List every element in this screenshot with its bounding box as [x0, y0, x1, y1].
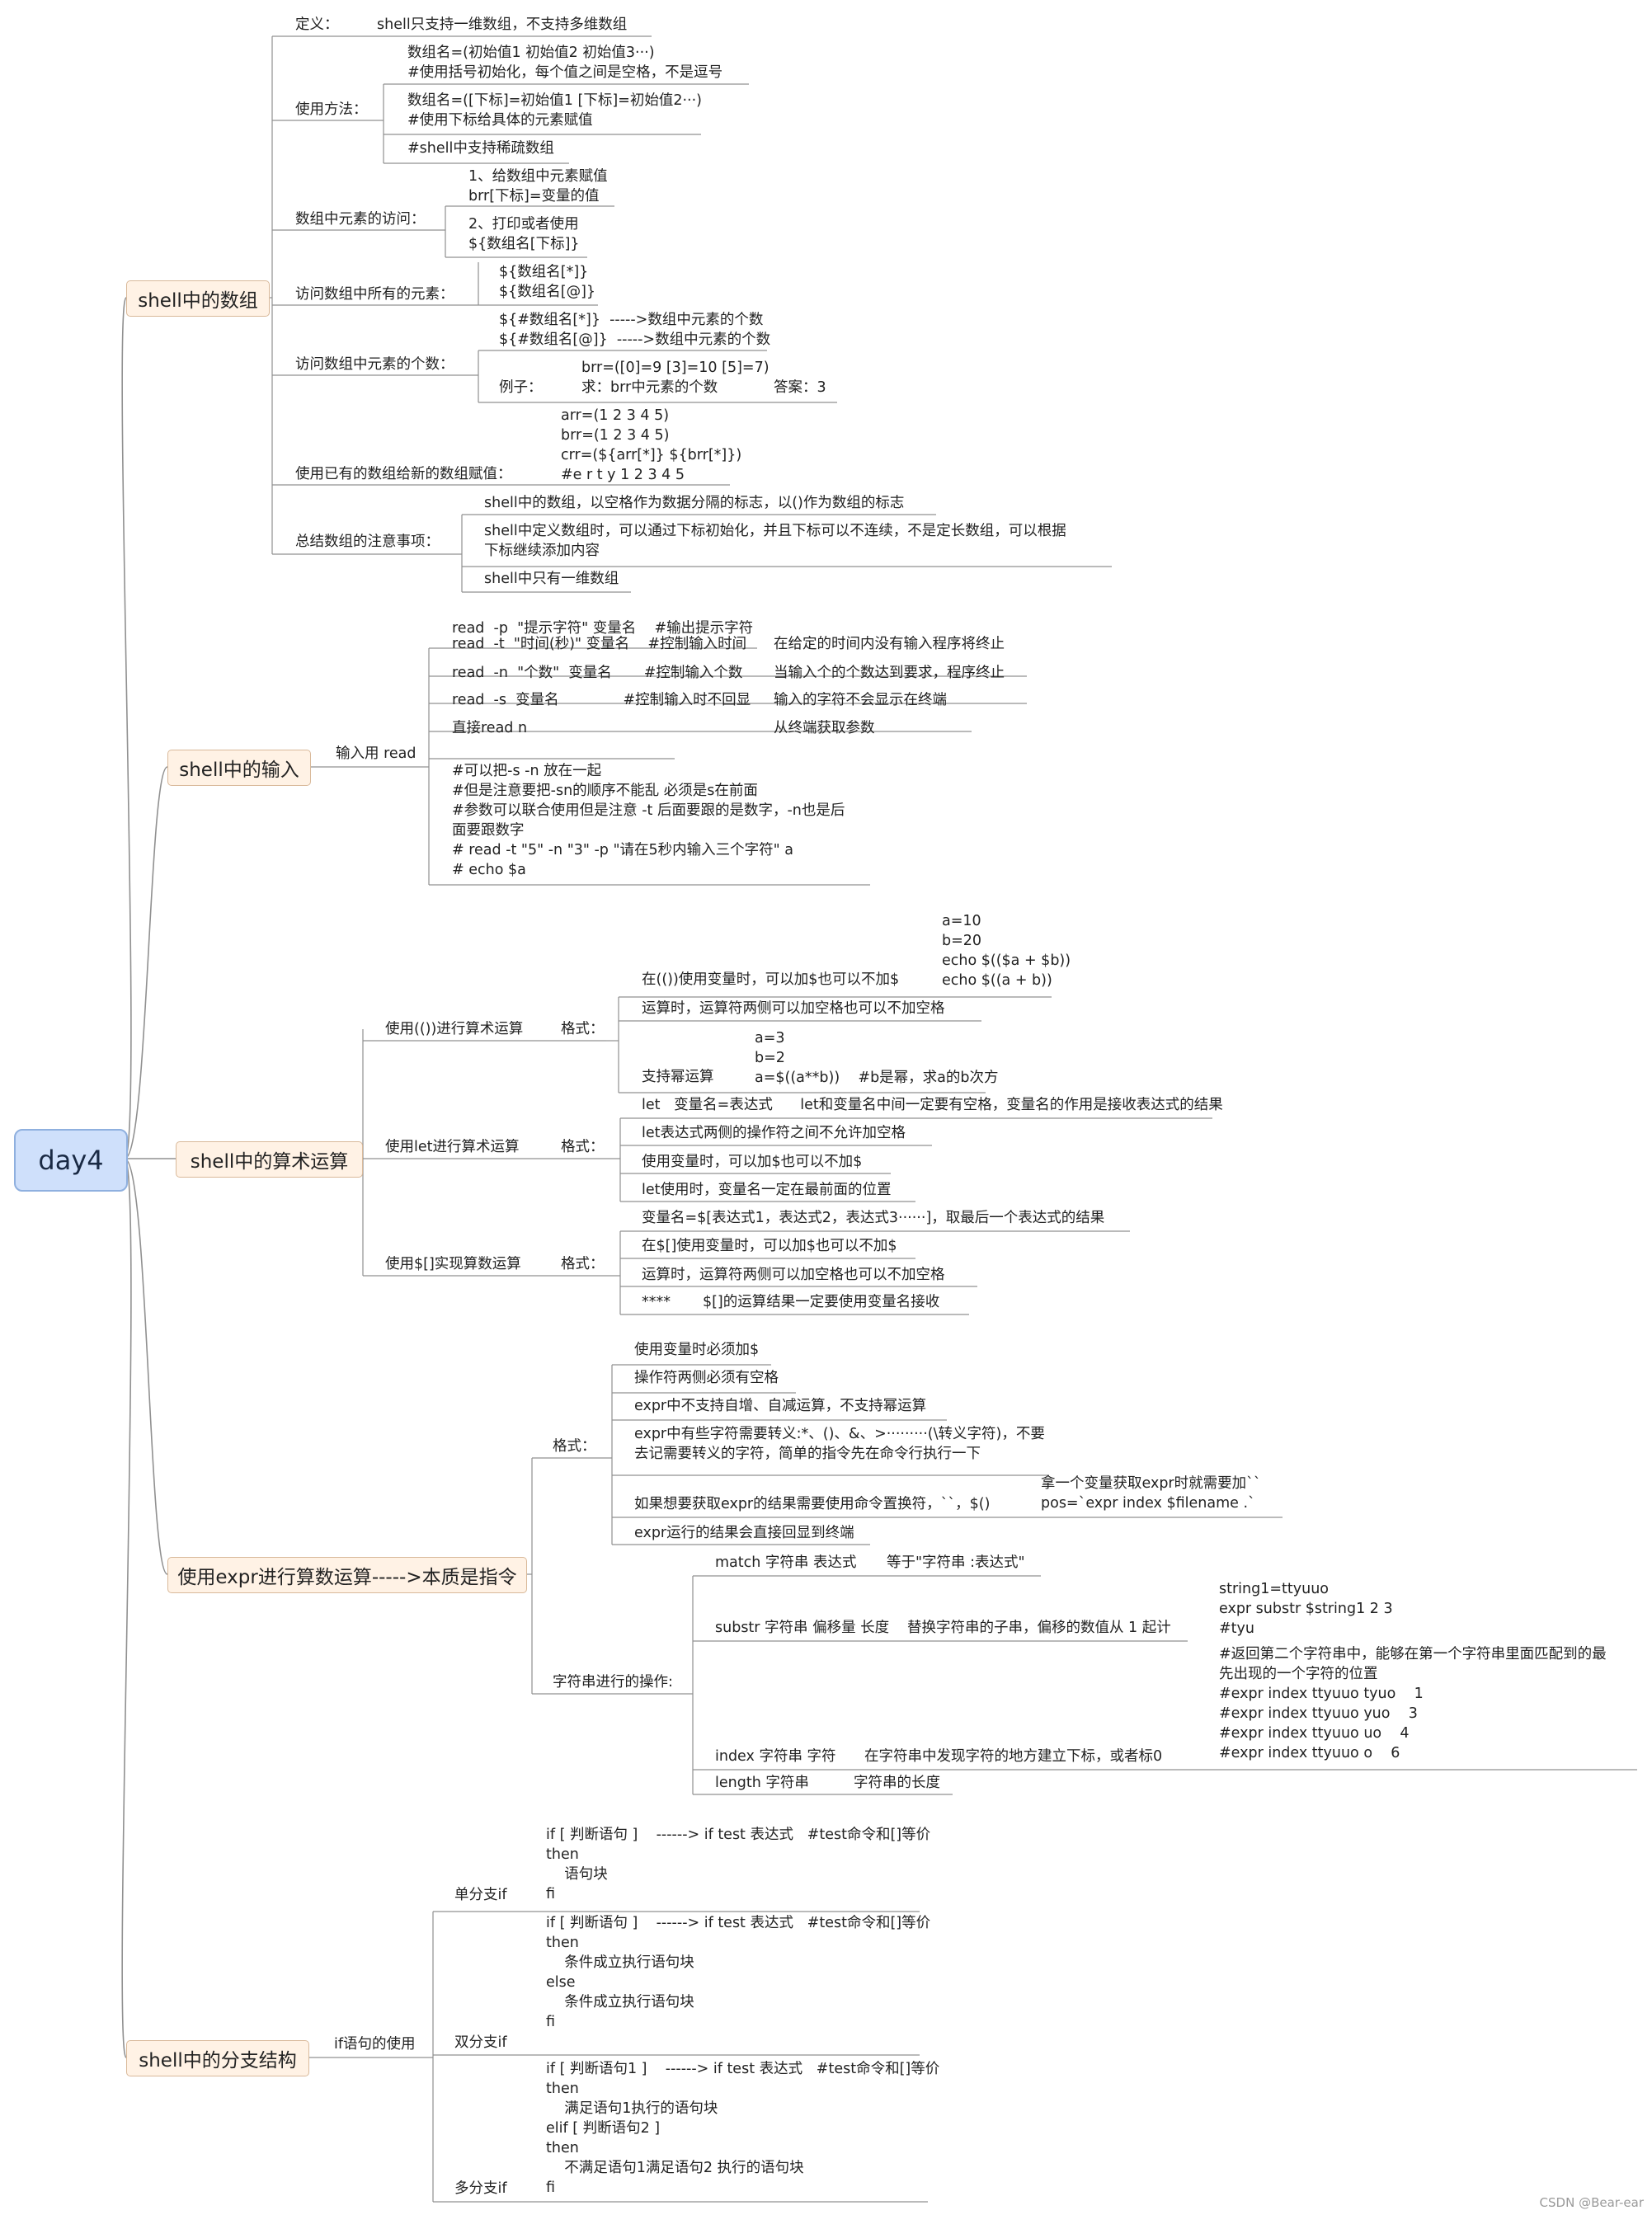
string-op-2: substr 字符串 偏移量 长度	[715, 1620, 890, 1636]
string-op-desc-1: 等于"字符串 :表达式"	[887, 1554, 1025, 1571]
label-if: if语句的使用	[334, 2036, 416, 2053]
label-format-3: 格式：	[561, 1256, 605, 1272]
label-definition: 定义：	[295, 16, 339, 33]
let-item-1: let 变量名=表达式 let和变量名中间一定要有空格，变量名的作用是接收表达式…	[642, 1097, 1223, 1113]
let-item-2: let表达式两侧的操作符之间不允许加空格	[642, 1125, 906, 1141]
usage-item-2: 数组名=([下标]=初始值1 [下标]=初始值2···) #使用下标给具体的元素…	[407, 92, 702, 129]
branch-curve	[121, 1158, 132, 2058]
access-item-2: 2、打印或者使用 ${数组名[下标]}	[468, 216, 580, 252]
notes-item-3: shell中只有一维数组	[484, 571, 619, 587]
label-notes: 总结数组的注意事项：	[295, 534, 440, 550]
label-double-paren: 使用(())进行算术运算	[385, 1021, 524, 1037]
branch-curve	[124, 766, 168, 1159]
expr-format-item-1: 使用变量时必须加$	[634, 1342, 760, 1358]
read-combined-note: #可以把-s -n 放在一起 #但是注意要把-sn的顺序不能乱 必须是s在前面 …	[452, 763, 845, 878]
label-double-if: 双分支if	[454, 2034, 507, 2051]
label-count: 访问数组中元素的个数：	[295, 356, 454, 373]
definition-text: shell只支持一维数组，不支持多维数组	[377, 16, 628, 33]
label-access-all: 访问数组中所有的元素：	[295, 286, 454, 303]
label-single-if: 单分支if	[454, 1887, 507, 1903]
double-if-code: if [ 判断语句 ] ------> if test 表达式 #test命令和…	[546, 1915, 931, 2030]
read-desc-5: 从终端获取参数	[774, 720, 875, 736]
read-desc-4: 输入的字符不会显示在终端	[774, 692, 947, 708]
read-option-3: read -n "个数" 变量名 #控制输入个数	[452, 665, 743, 681]
count-example-label: 例子：	[499, 379, 543, 396]
paren-item-3: 支持幂运算	[642, 1069, 714, 1085]
usage-item-1: 数组名=(初始值1 初始值2 初始值3···) #使用括号初始化，每个值之间是空…	[407, 45, 723, 81]
label-let: 使用let进行算术运算	[385, 1139, 520, 1155]
paren-item-1: 在(())使用变量时，可以加$也可以不加$	[642, 971, 900, 988]
watermark: CSDN @Bear-ear	[1539, 2195, 1644, 2210]
label-format-2: 格式：	[561, 1139, 605, 1155]
label-assign: 使用已有的数组给新的数组赋值：	[295, 466, 512, 482]
expr-format-item-4: expr中有些字符需要转义:*、()、&、>·········(\转义字符)，不…	[634, 1426, 1045, 1462]
single-if-code: if [ 判断语句 ] ------> if test 表达式 #test命令和…	[546, 1827, 931, 1902]
access-all-text: ${数组名[*]} ${数组名[@]}	[499, 264, 596, 300]
read-desc-3: 当输入个的个数达到要求，程序终止	[774, 665, 1005, 681]
access-item-1: 1、给数组中元素赋值 brr[下标]=变量的值	[468, 168, 608, 205]
paren-example-1: a=10 b=20 echo $(($a + $b)) echo $((a + …	[942, 913, 1071, 989]
notes-item-2: shell中定义数组时，可以通过下标初始化，并且下标可以不连续，不是定长数组，可…	[484, 523, 1066, 559]
label-multi-if: 多分支if	[454, 2180, 507, 2197]
string-op-desc-4: 字符串的长度	[854, 1775, 940, 1791]
root-node[interactable]: day4	[14, 1129, 128, 1192]
read-desc-2: 在给定的时间内没有输入程序将终止	[774, 636, 1005, 652]
expr-format-item-3: expr中不支持自增、自减运算，不支持幂运算	[634, 1398, 927, 1414]
let-item-3: 使用变量时，可以加$也可以不加$	[642, 1154, 863, 1170]
bracket-item-3: 运算时，运算符两侧可以加空格也可以不加空格	[642, 1267, 945, 1283]
paren-item-2: 运算时，运算符两侧可以加空格也可以不加空格	[642, 1000, 945, 1017]
index-example: #返回第二个字符串中，能够在第一个字符串里面匹配到的最 先出现的一个字符的位置 …	[1219, 1646, 1607, 1761]
substr-example: string1=ttyuuo expr substr $string1 2 3 …	[1219, 1581, 1393, 1637]
read-option-1: read -p "提示字符" 变量名 #输出提示字符	[452, 620, 754, 637]
topic-expr[interactable]: 使用expr进行算数运算----->本质是指令	[167, 1557, 527, 1593]
bracket-item-4: **** $[]的运算结果一定要使用变量名接收	[642, 1294, 940, 1310]
expr-format-item-5: 如果想要获取expr的结果需要使用命令置换符，``，$()	[634, 1496, 991, 1512]
string-op-desc-3: 在字符串中发现字符的地方建立下标，或者标0	[864, 1748, 1163, 1765]
string-op-4: length 字符串	[715, 1775, 809, 1791]
expr-format-item-6: expr运行的结果会直接回显到终端	[634, 1525, 854, 1541]
string-op-desc-2: 替换字符串的子串，偏移的数值从 1 起计	[907, 1620, 1171, 1636]
label-format-1: 格式：	[561, 1021, 605, 1037]
label-dollar-bracket: 使用$[]实现算数运算	[385, 1256, 521, 1272]
branch-curve	[124, 1158, 168, 1575]
label-read: 输入用 read	[336, 745, 417, 762]
assign-text: arr=(1 2 3 4 5) brr=(1 2 3 4 5) crr=(${a…	[561, 407, 742, 483]
label-usage: 使用方法：	[295, 101, 368, 118]
bracket-item-2: 在$[]使用变量时，可以加$也可以不加$	[642, 1238, 897, 1254]
topic-branch[interactable]: shell中的分支结构	[126, 2040, 309, 2076]
count-text: ${#数组名[*]} ----->数组中元素的个数 ${#数组名[@]} ---…	[499, 312, 771, 348]
topic-input[interactable]: shell中的输入	[167, 750, 311, 786]
string-op-1: match 字符串 表达式	[715, 1554, 857, 1571]
multi-if-code: if [ 判断语句1 ] ------> if test 表达式 #test命令…	[546, 2061, 940, 2196]
paren-example-3: a=3 b=2 a=$((a**b)) #b是幂，求a的b次方	[755, 1030, 999, 1086]
notes-item-1: shell中的数组，以空格作为数据分隔的标志，以()作为数组的标志	[484, 495, 905, 511]
branch-curve	[121, 297, 132, 1159]
read-option-5: 直接read n	[452, 720, 528, 736]
usage-item-3: #shell中支持稀疏数组	[407, 140, 554, 157]
read-option-2: read -t "时间(秒)" 变量名 #控制输入时间	[452, 636, 747, 652]
expr-format-item-2: 操作符两侧必须有空格	[634, 1370, 779, 1386]
count-example-question: 求：brr中元素的个数	[581, 379, 718, 396]
read-option-4: read -s 变量名 #控制输入时不回显	[452, 692, 751, 708]
label-string-ops: 字符串进行的操作:	[553, 1674, 673, 1691]
bracket-item-1: 变量名=$[表达式1，表达式2，表达式3······]，取最后一个表达式的结果	[642, 1210, 1105, 1226]
let-item-4: let使用时，变量名一定在最前面的位置	[642, 1182, 892, 1198]
label-expr-format: 格式：	[553, 1438, 596, 1455]
topic-arith[interactable]: shell中的算术运算	[176, 1141, 363, 1178]
count-example-code: brr=([0]=9 [3]=10 [5]=7)	[581, 360, 770, 376]
topic-array[interactable]: shell中的数组	[126, 280, 270, 317]
string-op-3: index 字符串 字符	[715, 1748, 836, 1765]
count-example-answer: 答案：3	[774, 379, 826, 396]
expr-capture-note: 拿一个变量获取expr时就需要加`` pos=`expr index $file…	[1041, 1475, 1261, 1512]
label-access: 数组中元素的访问：	[295, 211, 426, 228]
